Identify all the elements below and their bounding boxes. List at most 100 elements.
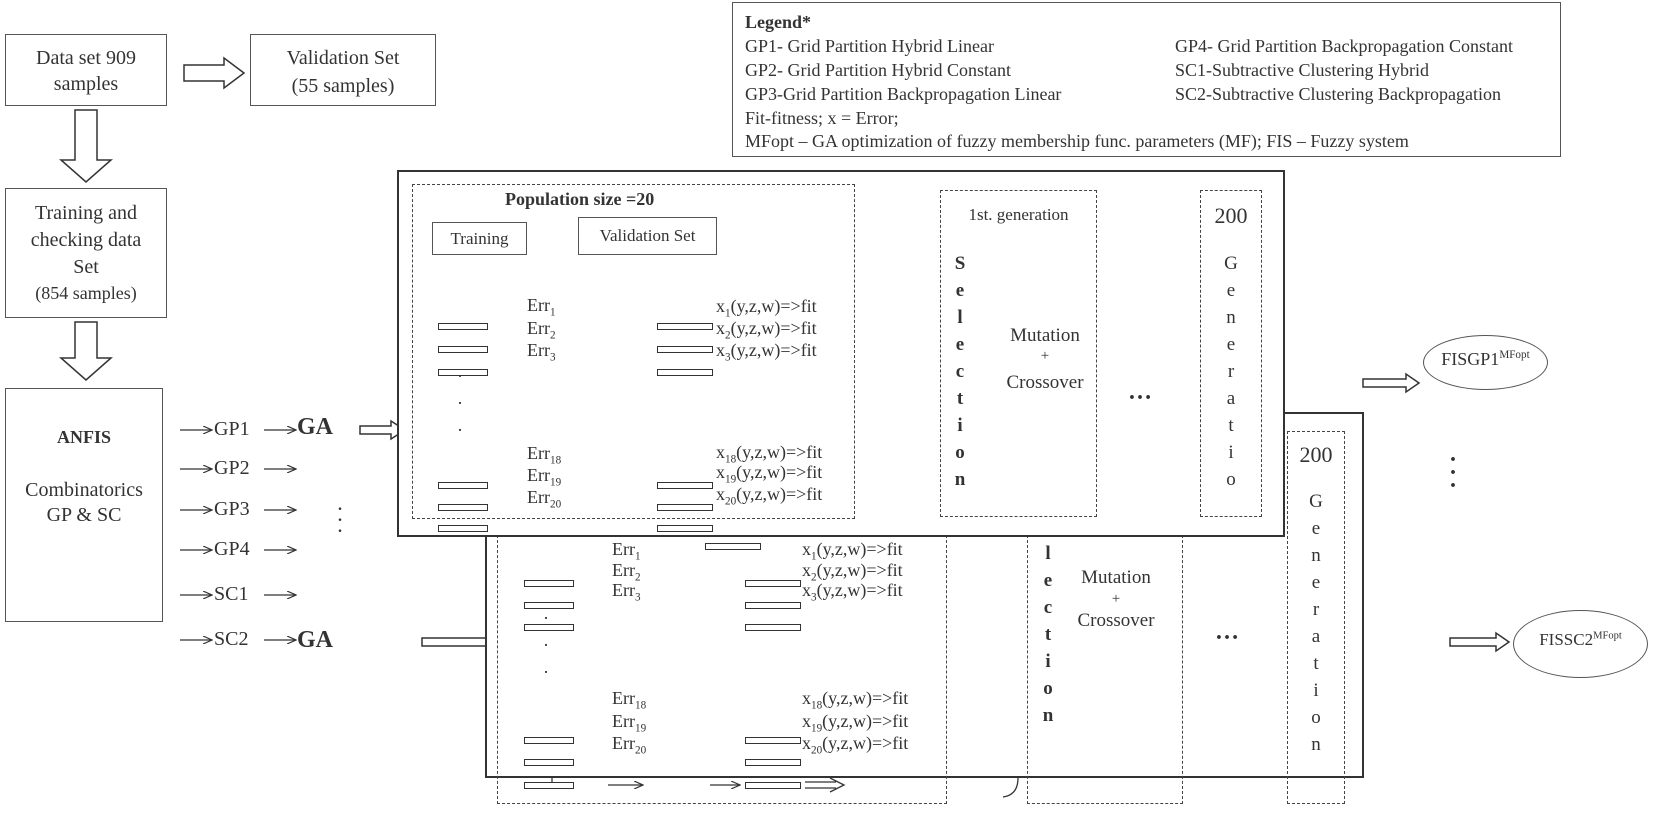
training-line2: checking data — [30, 229, 142, 251]
back-plus-label: + — [1111, 591, 1121, 607]
back-x: x3(y,z,w)=>fit — [802, 580, 903, 604]
front-x: x19(y,z,w)=>fit — [716, 462, 823, 486]
back-bar — [524, 602, 574, 609]
back-bar — [524, 580, 574, 587]
front-bar-out — [657, 525, 713, 532]
validation-box — [250, 34, 436, 106]
front-bar-out — [657, 323, 713, 330]
front-x: x1(y,z,w)=>fit — [716, 296, 817, 320]
front-bar — [438, 504, 488, 511]
back-x: x19(y,z,w)=>fit — [802, 711, 909, 735]
back-mutation-label: Mutation — [1081, 567, 1151, 588]
ga-label-top: GA — [297, 414, 333, 440]
method-sc2: SC2 — [214, 628, 249, 650]
anfis-line2: GP & SC — [46, 504, 122, 526]
validation-line2: (55 samples) — [291, 75, 395, 97]
front-plus-label: + — [1040, 348, 1050, 364]
block-arrow — [1362, 372, 1421, 394]
back-bar-out — [745, 782, 801, 789]
legend-gp3: GP3-Grid Partition Backpropagation Linea… — [745, 84, 1062, 104]
legend-gp4: GP4- Grid Partition Backpropagation Cons… — [1175, 36, 1513, 56]
back-bar-out — [745, 602, 801, 609]
back-err: Err1 — [612, 539, 641, 563]
method-gp3: GP3 — [214, 498, 250, 520]
legend-sc2: SC2-Subtractive Clustering Backpropagati… — [1175, 84, 1501, 104]
training-input-box — [432, 222, 527, 255]
training-line4: (854 samples) — [35, 283, 137, 303]
front-err: Err20 — [527, 487, 562, 511]
front-err: Err18 — [527, 443, 562, 467]
legend-sc1: SC1-Subtractive Clustering Hybrid — [1175, 60, 1429, 80]
vertical-ellipsis-methods: . . . — [337, 490, 343, 537]
front-generation-box — [1200, 190, 1262, 517]
method-sc1: SC1 — [214, 583, 249, 605]
back-err: Err18 — [612, 688, 647, 712]
front-x: x20(y,z,w)=>fit — [716, 484, 823, 508]
legend-gp2: GP2- Grid Partition Hybrid Constant — [745, 60, 1011, 80]
back-bar — [524, 737, 574, 744]
front-mutation-label: Mutation — [1010, 325, 1080, 346]
front-bar — [438, 369, 488, 376]
back-x: x18(y,z,w)=>fit — [802, 688, 909, 712]
front-x: x3(y,z,w)=>fit — [716, 340, 817, 364]
front-panel — [397, 170, 1285, 537]
fis-sc2-label: FISSC2MFopt — [1539, 630, 1622, 649]
population-title: Population size =20 — [505, 189, 655, 209]
method-gp1: GP1 — [214, 418, 250, 440]
front-gen-count: 200 — [1214, 203, 1248, 228]
fis-gp1-label: FISGP1MFopt — [1441, 349, 1530, 369]
front-ellipsis: … — [1128, 379, 1152, 405]
back-bar — [524, 624, 574, 631]
dataset-box — [5, 34, 167, 106]
front-bar-out — [657, 482, 713, 489]
legend-title: Legend* — [745, 12, 812, 32]
block-arrow — [1449, 631, 1511, 653]
front-x: x2(y,z,w)=>fit — [716, 318, 817, 342]
front-x: x18(y,z,w)=>fit — [716, 442, 823, 466]
back-ellipsis: … — [1215, 619, 1239, 645]
back-x: x20(y,z,w)=>fit — [802, 733, 909, 757]
block-arrow — [183, 56, 246, 90]
dataset-line2: samples — [53, 73, 119, 95]
front-population-box — [412, 184, 855, 519]
anfis-box — [5, 388, 163, 622]
back-x: x2(y,z,w)=>fit — [802, 560, 903, 584]
first-generation-label: 1st. generation — [968, 205, 1069, 224]
method-gp2: GP2 — [214, 457, 250, 479]
block-arrow — [59, 109, 113, 183]
vertical-ellipsis-outputs: . . . — [1450, 441, 1456, 493]
back-err: Err20 — [612, 733, 647, 757]
ga-label-bottom: GA — [297, 627, 333, 653]
front-bar-out — [657, 346, 713, 353]
method-gp4: GP4 — [214, 538, 250, 560]
training-box — [5, 188, 167, 318]
back-bar — [524, 782, 574, 789]
legend-fit: Fit-fitness; x = Error; — [745, 108, 899, 128]
fis-sc2-ellipse — [1513, 610, 1648, 678]
back-gen-count: 200 — [1299, 442, 1333, 467]
front-bar-out — [657, 369, 713, 376]
training-line1: Training and — [34, 202, 138, 224]
front-crossover-label: Crossover — [1006, 372, 1084, 393]
validation-line1: Validation Set — [286, 47, 400, 69]
back-vertical-dots: ... — [543, 603, 549, 677]
front-bar — [438, 346, 488, 353]
front-selection-box — [940, 190, 1097, 517]
back-err: Err2 — [612, 560, 641, 584]
front-bar — [438, 323, 488, 330]
legend-mfopt: MFopt – GA optimization of fuzzy members… — [745, 131, 1409, 151]
anfis-line1: Combinatorics — [25, 479, 143, 501]
front-vertical-dots: ... — [457, 361, 463, 435]
block-arrow — [59, 321, 113, 381]
back-bar-out — [745, 737, 801, 744]
front-err: Err19 — [527, 465, 562, 489]
back-err: Err19 — [612, 711, 647, 735]
back-bar-out — [745, 580, 801, 587]
validation-input-box — [578, 217, 717, 255]
back-err: Err3 — [612, 580, 641, 604]
